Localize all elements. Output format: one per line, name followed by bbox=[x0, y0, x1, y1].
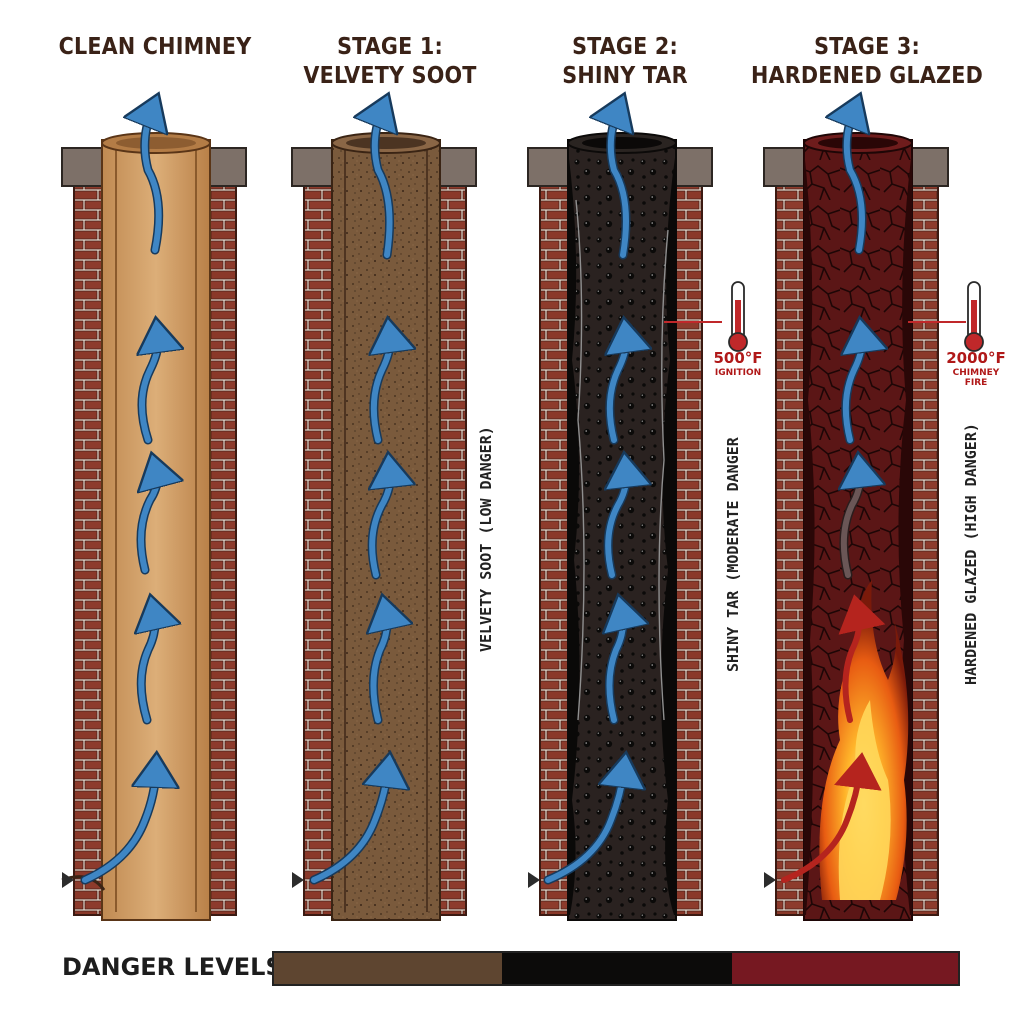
stage-title-stage3: STAGE 3: HARDENED GLAZED bbox=[742, 33, 992, 91]
chimney-stage1 bbox=[291, 110, 477, 921]
stage-title-line1: STAGE 3: bbox=[814, 34, 920, 60]
airflow-arrows-stage2 bbox=[543, 110, 626, 885]
stage-title-line1: STAGE 2: bbox=[572, 34, 678, 60]
temperature-value: 500°F bbox=[713, 349, 763, 367]
thermometer-icon bbox=[908, 281, 984, 352]
side-label-stage1: VELVETY SOOT (LOW DANGER) bbox=[477, 426, 495, 652]
side-label-stage2: SHINY TAR (MODERATE DANGER bbox=[724, 437, 742, 672]
thermometer-icon bbox=[664, 281, 748, 352]
stage-title-stage2: STAGE 2: SHINY TAR bbox=[520, 33, 730, 91]
temperature-caption: IGNITION bbox=[714, 368, 762, 378]
chimney-clean bbox=[61, 110, 247, 921]
stage-title-line1: STAGE 1: bbox=[337, 34, 443, 60]
airflow-arrows-stage1 bbox=[309, 110, 390, 885]
chimney-stage2 bbox=[527, 110, 713, 921]
danger-levels-title: DANGER LEVELS bbox=[62, 953, 283, 981]
stage-title-stage1: STAGE 1: VELVETY SOOT bbox=[280, 33, 500, 91]
stage-title-clean: CLEAN CHIMNEY bbox=[40, 33, 270, 62]
airflow-arrows-stage3 bbox=[781, 110, 862, 883]
danger-bar-moderate bbox=[502, 953, 732, 986]
temperature-caption: FIRE bbox=[964, 378, 988, 388]
stage-title-line2: VELVETY SOOT bbox=[303, 63, 477, 89]
stage-title-line2: SHINY TAR bbox=[562, 63, 688, 89]
temperature-caption: CHIMNEY bbox=[952, 368, 1000, 378]
chimney-stage3 bbox=[763, 110, 949, 921]
danger-bar-low bbox=[274, 953, 502, 986]
danger-bar-high bbox=[732, 953, 958, 986]
stage-title-line2: HARDENED GLAZED bbox=[751, 63, 983, 89]
temperature-value: 2000°F bbox=[946, 349, 1006, 367]
side-label-stage3: HARDENED GLAZED (HIGH DANGER) bbox=[962, 423, 980, 685]
airflow-arrows-clean bbox=[80, 110, 159, 885]
fire-flames bbox=[819, 580, 909, 900]
stage-title-line2: CLEAN CHIMNEY bbox=[58, 34, 252, 60]
